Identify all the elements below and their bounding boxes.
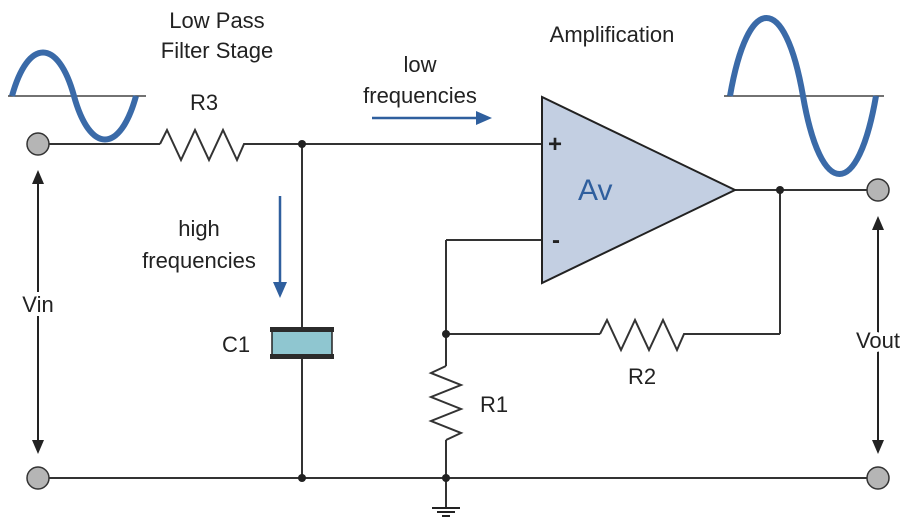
amplification-title: Amplification xyxy=(550,22,675,47)
low-frequencies-label-line2: frequencies xyxy=(363,83,477,108)
vout-double-arrow xyxy=(872,216,884,454)
filter-stage-title-line1: Low Pass xyxy=(169,8,264,33)
resistor-r2-label: R2 xyxy=(628,364,656,389)
output-sine-wave xyxy=(724,15,884,177)
terminals xyxy=(26,132,890,490)
vin-top-terminal xyxy=(26,132,50,156)
vin-bottom-terminal xyxy=(26,466,50,490)
ground-symbol xyxy=(432,507,460,517)
vin-double-arrow xyxy=(32,170,44,454)
junction-dots xyxy=(298,140,784,482)
vout-top-terminal xyxy=(866,178,890,202)
junction-dot xyxy=(442,474,450,482)
junction-dot xyxy=(298,140,306,148)
high-frequencies-arrow xyxy=(273,196,287,298)
resistor-r2 xyxy=(599,317,688,353)
junction-dot xyxy=(442,330,450,338)
resistor-r3 xyxy=(159,127,250,163)
capacitor-c1 xyxy=(270,327,334,359)
low-frequencies-label-line1: low xyxy=(403,52,436,77)
junction-dot xyxy=(776,186,784,194)
circuit-wires xyxy=(38,143,878,508)
capacitor-c1-label: C1 xyxy=(222,332,250,357)
junction-dot xyxy=(298,474,306,482)
minus-input-label: - xyxy=(552,227,560,254)
plus-input-label: + xyxy=(548,131,562,158)
resistor-r1-label: R1 xyxy=(480,392,508,417)
resistor-r3-label: R3 xyxy=(190,90,218,115)
input-sine-wave xyxy=(8,49,146,143)
resistor-r1 xyxy=(428,365,464,441)
high-frequencies-label-line1: high xyxy=(178,216,220,241)
vout-label: Vout xyxy=(856,328,900,353)
filter-stage-title-line2: Filter Stage xyxy=(161,38,274,63)
vout-bottom-terminal xyxy=(866,466,890,490)
low-frequencies-arrow xyxy=(372,111,492,125)
op-amp: Av + - xyxy=(541,95,738,285)
op-amp-gain-label: Av xyxy=(578,174,612,207)
high-frequencies-label-line2: frequencies xyxy=(142,248,256,273)
vin-label: Vin xyxy=(22,292,53,317)
